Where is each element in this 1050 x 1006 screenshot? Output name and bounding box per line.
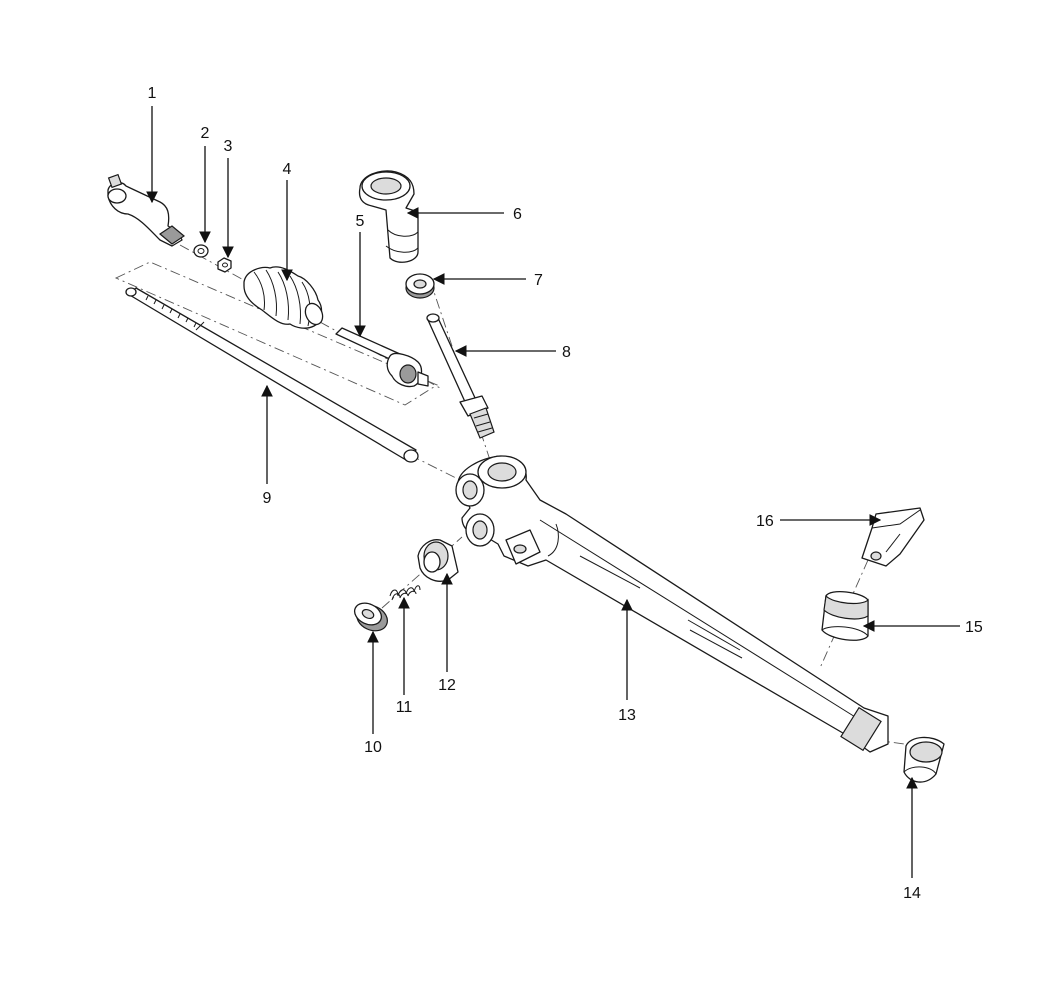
- part-nut-3: [217, 257, 232, 273]
- part-yoke-plug: [353, 602, 388, 632]
- part-spring: [389, 585, 421, 601]
- callout-10: 10: [364, 739, 382, 756]
- part-end-bushing: [903, 736, 945, 783]
- part-pinion-shaft: [426, 313, 495, 439]
- callout-labels: 1 2 3 4 5 6 7 8 9 10 11 12 13 14 15 16: [148, 85, 983, 902]
- part-dust-cover: [358, 170, 419, 263]
- part-seal: [405, 273, 435, 299]
- part-gear-housing: [455, 455, 889, 753]
- part-yoke: [417, 539, 459, 582]
- callout-13: 13: [618, 707, 636, 724]
- callout-5: 5: [356, 213, 365, 230]
- part-inner-tie-rod: [335, 327, 429, 388]
- callout-16: 16: [756, 513, 774, 530]
- part-mounting-bushing: [821, 590, 869, 641]
- part-tie-rod-end: [107, 173, 186, 247]
- callout-1: 1: [148, 85, 157, 102]
- part-mounting-bracket: [861, 507, 925, 567]
- callout-15: 15: [965, 619, 983, 636]
- callout-8: 8: [562, 344, 571, 361]
- callout-4: 4: [283, 161, 292, 178]
- callout-2: 2: [201, 125, 210, 142]
- callout-3: 3: [224, 138, 233, 155]
- callout-11: 11: [396, 699, 413, 716]
- callout-9: 9: [263, 490, 272, 507]
- part-nut-2: [193, 244, 209, 258]
- callout-12: 12: [438, 677, 456, 694]
- callout-6: 6: [513, 206, 522, 223]
- callout-14: 14: [903, 885, 921, 902]
- callout-leaders: [146, 106, 960, 878]
- callout-7: 7: [534, 272, 543, 289]
- part-bellows-boot: [243, 266, 324, 329]
- part-rack-bar: [125, 287, 419, 463]
